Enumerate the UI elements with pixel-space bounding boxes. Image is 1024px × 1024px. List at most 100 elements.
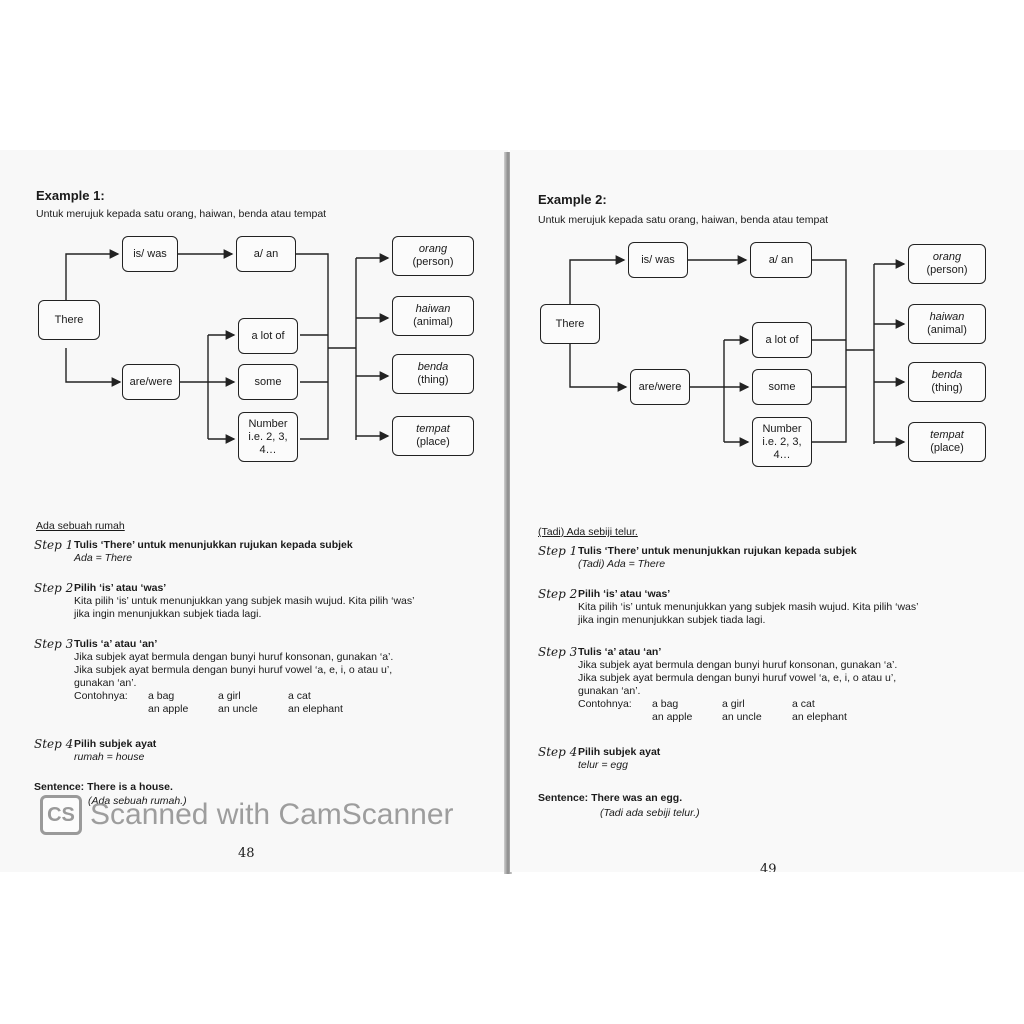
step-4: Step 4 Pilih subjek ayat rumah = house	[34, 738, 504, 768]
node-tempat-word: tempat	[930, 429, 964, 441]
step-label: Step 2	[538, 587, 578, 601]
node-number-line3: 4…	[773, 448, 791, 461]
node-haiwan-gloss: (animal)	[927, 324, 967, 336]
step-body: Tulis ‘a’ atau ‘an’ Jika subjek ayat ber…	[578, 646, 897, 724]
step-1: Step 1 Tulis ‘There’ untuk menunjukkan r…	[538, 545, 1018, 575]
step-label: Step 1	[538, 544, 578, 558]
node-a-lot-of: a lot of	[238, 318, 298, 354]
node-a-an: a/ an	[236, 236, 296, 272]
example-heading: Ada sebuah rumah	[36, 520, 125, 532]
step-title: Tulis ‘There’ untuk menunjukkan rujukan …	[578, 545, 857, 557]
sentence-flow-diagram: There is/ was a/ an are/were a lot of so…	[510, 150, 1024, 480]
node-some: some	[238, 364, 298, 400]
step-title: Pilih ‘is’ atau ‘was’	[74, 582, 167, 594]
step-3: Step 3 Tulis ‘a’ atau ‘an’ Jika subjek a…	[34, 638, 504, 728]
step-body: Tulis ‘There’ untuk menunjukkan rujukan …	[578, 545, 857, 571]
step-body: Pilih ‘is’ atau ‘was’ Kita pilih ‘is’ un…	[578, 588, 918, 627]
page-49: Example 2: Untuk merujuk kepada satu ora…	[510, 150, 1024, 872]
step-line: Jika subjek ayat bermula dengan bunyi hu…	[578, 672, 897, 684]
example-a-girl: a girl	[218, 690, 241, 702]
step-2: Step 2 Pilih ‘is’ atau ‘was’ Kita pilih …	[538, 588, 1018, 632]
sentence-translation: (Ada sebuah rumah.)	[88, 795, 187, 807]
node-a-an: a/ an	[750, 242, 812, 278]
step-label: Step 2	[34, 581, 74, 595]
example-a-cat: a cat	[792, 698, 815, 710]
node-orang: orang (person)	[392, 236, 474, 276]
node-haiwan-gloss: (animal)	[413, 316, 453, 328]
watermark-text: Scanned with CamScanner	[90, 798, 454, 831]
examples-grid: Contohnya: a bag a girl a cat an apple a…	[578, 698, 897, 724]
node-is-was: is/ was	[122, 236, 178, 272]
step-title: Pilih ‘is’ atau ‘was’	[578, 588, 671, 600]
example-an-elephant: an elephant	[792, 711, 847, 723]
example-a-bag: a bag	[148, 690, 175, 702]
step-line: gunakan ‘an’.	[74, 677, 137, 689]
example-an-uncle: an uncle	[218, 703, 258, 715]
node-number-line3: 4…	[259, 443, 277, 456]
book-gutter	[504, 152, 512, 874]
node-are-were: are/were	[630, 369, 690, 405]
step-line: Ada = There	[74, 552, 133, 564]
examples-label: Contohnya:	[578, 698, 632, 710]
node-orang-gloss: (person)	[926, 264, 968, 276]
node-haiwan-word: haiwan	[929, 311, 965, 323]
page-number: 48	[238, 846, 255, 861]
node-tempat-gloss: (place)	[930, 442, 964, 454]
node-haiwan: haiwan (animal)	[392, 296, 474, 336]
step-line: telur = egg	[578, 759, 628, 771]
node-tempat: tempat (place)	[908, 422, 986, 462]
node-benda-gloss: (thing)	[417, 374, 449, 386]
node-benda-gloss: (thing)	[931, 382, 963, 394]
step-label: Step 4	[538, 745, 578, 759]
example-an-uncle: an uncle	[722, 711, 762, 723]
step-label: Step 1	[34, 538, 74, 552]
node-a-lot-of: a lot of	[752, 322, 812, 358]
node-number: Number i.e. 2, 3, 4…	[752, 417, 812, 467]
step-1: Step 1 Tulis ‘There’ untuk menunjukkan r…	[34, 539, 504, 569]
example-title: Example 2:	[538, 192, 607, 207]
step-body: Pilih subjek ayat telur = egg	[578, 746, 660, 772]
sentence-flow-diagram: There is/ was a/ an are/were a lot of so…	[0, 150, 508, 480]
example-an-apple: an apple	[652, 711, 693, 723]
example-a-bag: a bag	[652, 698, 679, 710]
node-number-line1: Number	[762, 422, 802, 435]
step-title: Tulis ‘a’ atau ‘an’	[74, 638, 158, 650]
node-number: Number i.e. 2, 3, 4…	[238, 412, 298, 462]
node-benda-word: benda	[931, 369, 963, 381]
node-orang-word: orang	[418, 243, 448, 255]
example-title: Example 1:	[36, 188, 105, 203]
diagram-arrows	[65, 249, 390, 444]
node-tempat-word: tempat	[416, 423, 450, 435]
step-line: gunakan ‘an’.	[578, 685, 641, 697]
step-line: Jika subjek ayat bermula dengan bunyi hu…	[74, 664, 393, 676]
camscanner-logo-icon: CS	[40, 795, 82, 835]
example-a-cat: a cat	[288, 690, 311, 702]
step-line: rumah = house	[74, 751, 145, 763]
node-haiwan-word: haiwan	[415, 303, 451, 315]
node-tempat-gloss: (place)	[416, 436, 450, 448]
sentence: Sentence: There was an egg.	[538, 792, 683, 804]
examples-label: Contohnya:	[74, 690, 128, 702]
step-title: Pilih subjek ayat	[74, 738, 157, 750]
step-body: Pilih subjek ayat rumah = house	[74, 738, 156, 764]
node-orang-word: orang	[932, 251, 962, 263]
example-intro: Untuk merujuk kepada satu orang, haiwan,…	[538, 214, 829, 226]
node-there: There	[540, 304, 600, 344]
step-body: Tulis ‘There’ untuk menunjukkan rujukan …	[74, 539, 353, 565]
node-number-line1: Number	[248, 417, 288, 430]
sentence: Sentence: There is a house.	[34, 781, 173, 793]
step-line: jika ingin menunjukkan subjek tiada lagi…	[74, 608, 262, 620]
node-are-were: are/were	[122, 364, 180, 400]
node-number-line2: i.e. 2, 3,	[248, 430, 288, 443]
example-a-girl: a girl	[722, 698, 745, 710]
example-intro: Untuk merujuk kepada satu orang, haiwan,…	[36, 208, 327, 220]
node-orang-gloss: (person)	[412, 256, 454, 268]
step-line: Kita pilih ‘is’ untuk menunjukkan yang s…	[74, 595, 415, 607]
node-benda: benda (thing)	[392, 354, 474, 394]
node-there: There	[38, 300, 100, 340]
step-body: Tulis ‘a’ atau ‘an’ Jika subjek ayat ber…	[74, 638, 393, 716]
step-title: Tulis ‘There’ untuk menunjukkan rujukan …	[74, 539, 353, 551]
step-label: Step 3	[538, 645, 578, 659]
node-tempat: tempat (place)	[392, 416, 474, 456]
